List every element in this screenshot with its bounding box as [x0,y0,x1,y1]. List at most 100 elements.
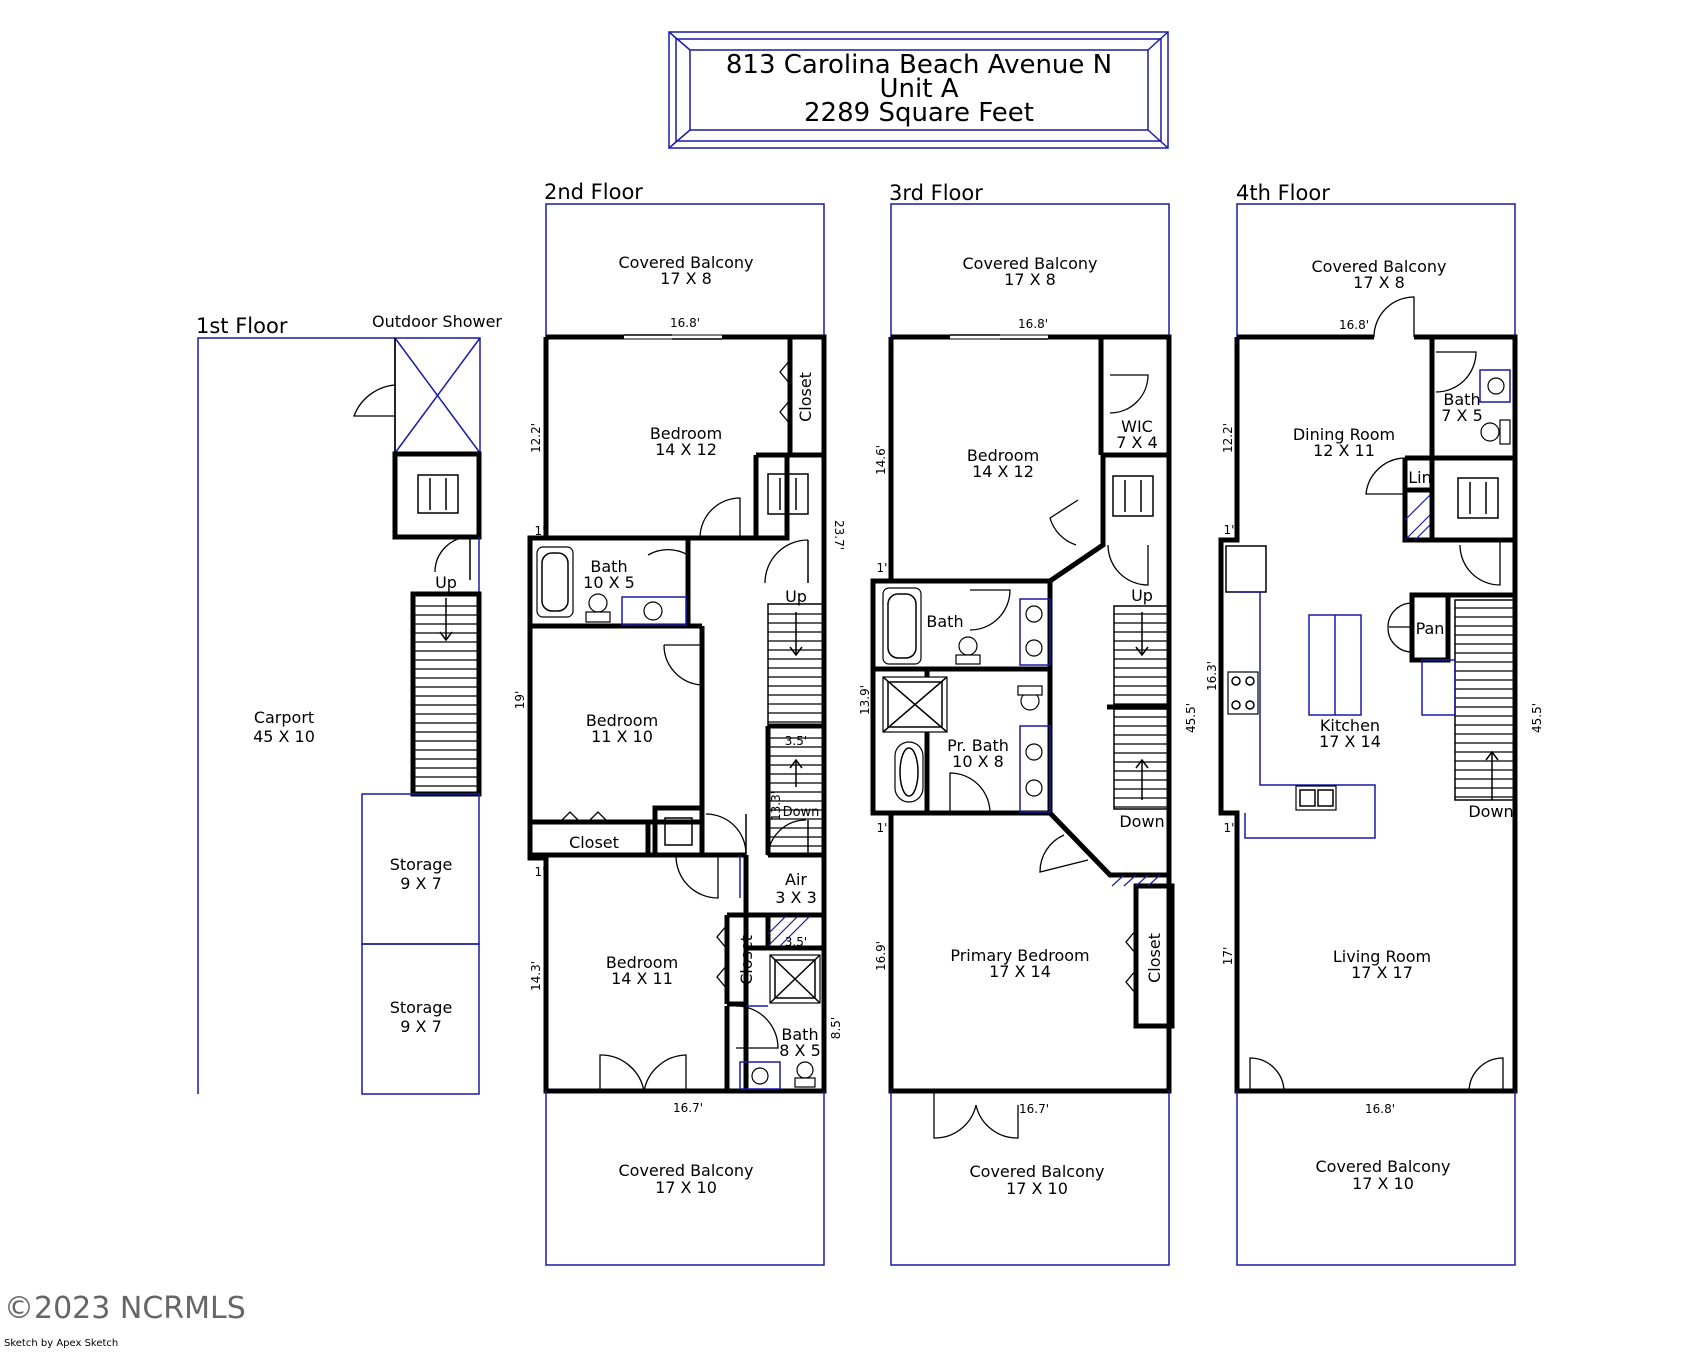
dim-2-h133: 13.3' [769,791,783,821]
dim-3-left-b: 13.9' [858,685,872,715]
stairs-2-up: Up [785,587,807,606]
balcony-top-4 [1236,203,1516,337]
bedroom-2b-name: Bedroom [586,711,658,730]
dim-3-left-c: 16.9' [874,941,888,971]
balcony-top-2 [545,203,825,337]
bedroom-3-size: 14 X 12 [972,462,1034,481]
dining-name: Dining Room [1293,425,1395,444]
balcony-top-3-name: Covered Balcony [962,254,1097,273]
dim-2-left-c: 14.3' [529,961,543,991]
bedroom-2a-size: 14 X 12 [655,440,717,459]
kitchen-name: Kitchen [1320,716,1380,735]
bedroom-2c-name: Bedroom [606,953,678,972]
pr-bath-size: 10 X 8 [952,752,1004,771]
dim-4-left-a: 12.2' [1221,423,1235,453]
carport-outline [197,337,395,1094]
stairs-2-down: Down [783,805,820,820]
dim-2-35b: 3.5' [785,935,807,949]
bath-2b-size: 8 X 5 [779,1041,821,1060]
bath-3-name: Bath [926,612,963,631]
wic-size: 7 X 4 [1116,433,1158,452]
dim-4-top: 16.8' [1339,318,1369,332]
dim-3-one-a: 1' [877,561,888,575]
bedroom-2c-size: 14 X 11 [611,969,673,988]
dim-2-one-b: 1' [535,865,546,879]
balcony-bottom-4-size: 17 X 10 [1352,1174,1414,1193]
dim-2-bottom: 16.7' [673,1101,703,1115]
first-floor-label: 1st Floor [196,314,288,338]
dim-3-right: 45.5' [1184,703,1198,733]
living-name: Living Room [1333,947,1431,966]
closet-3-label: Closet [1145,933,1164,983]
elevator-1 [392,451,482,540]
lin-label: Lin [1408,468,1432,487]
dim-2-right-a: 23.7' [832,520,846,550]
dim-4-right: 45.5' [1530,703,1544,733]
bath-4-size: 7 X 5 [1441,406,1483,425]
primary-bedroom-size: 17 X 14 [989,962,1051,981]
balcony-top-4-size: 17 X 8 [1353,273,1405,292]
dim-3-left-a: 14.6' [874,445,888,475]
closet-3 [1133,883,1175,1029]
dim-2-left-b: 19' [513,691,527,710]
second-floor: 2nd Floor Covered Balcony 17 X 8 16.8' [513,180,846,1266]
living-size: 17 X 17 [1351,963,1413,982]
dim-4-bottom: 16.8' [1365,1102,1395,1116]
dim-4-one-b: 1' [1224,821,1235,835]
dim-4-left-b: 16.3' [1205,661,1219,691]
dim-3-top: 16.8' [1018,317,1048,331]
dim-3-one-b: 1' [877,821,888,835]
bedroom-3-name: Bedroom [967,446,1039,465]
first-floor: 1st Floor Outdoor Shower Carport 45 X 10… [196,312,502,1095]
bath-2b-name: Bath [781,1025,818,1044]
third-floor: 3rd Floor Covered Balcony 17 X 8 16.8' C… [858,181,1198,1266]
fourth-floor: 4th Floor Covered Balcony 17 X 8 16.8' L… [1205,181,1544,1266]
storage-2 [361,943,480,1095]
bedroom-2a-name: Bedroom [650,424,722,443]
shower-door [353,384,396,417]
air-name: Air [785,870,807,889]
dim-4-one-a: 1' [1224,523,1235,537]
outdoor-shower-label: Outdoor Shower [372,312,502,331]
stairs-3-down: Down [1119,812,1164,831]
dim-2-left-a: 12.2' [529,423,543,453]
balcony-top-4-name: Covered Balcony [1311,257,1446,276]
closet-2a-label: Closet [796,372,815,422]
storage-2-name: Storage [390,998,453,1017]
kitchen-size: 17 X 14 [1319,732,1381,751]
balcony-bottom-4 [1236,1091,1516,1266]
balcony-bottom-2-name: Covered Balcony [618,1161,753,1180]
bath-2a-size: 10 X 5 [583,573,635,592]
copyright-watermark: ©2023 NCRMLS [4,1291,246,1326]
stairs-up-label-1: Up [435,573,457,592]
closet-2b-label: Closet [569,833,619,852]
dim-2-right-b: 8.5' [829,1017,843,1039]
second-floor-label: 2nd Floor [544,180,643,204]
dining-size: 12 X 11 [1313,441,1375,460]
dim-2-top: 16.8' [670,316,700,330]
closet-2c-label: Closet [737,935,756,985]
title-area: 2289 Square Feet [804,98,1034,128]
balcony-top-3 [890,203,1170,337]
third-floor-label: 3rd Floor [889,181,983,205]
balcony-bottom-3-size: 17 X 10 [1006,1179,1068,1198]
stairs-3-up: Up [1131,586,1153,605]
title-block: 813 Carolina Beach Avenue N Unit A 2289 … [668,31,1169,149]
balcony-top-2-size: 17 X 8 [660,269,712,288]
stairs-4-down: Down [1468,802,1513,821]
title-address: 813 Carolina Beach Avenue N [726,50,1112,80]
balcony-bottom-2 [545,1091,825,1266]
balcony-top-2-name: Covered Balcony [618,253,753,272]
storage-1-name: Storage [390,855,453,874]
pr-bath-name: Pr. Bath [947,736,1009,755]
balcony-bottom-3-name: Covered Balcony [969,1162,1104,1181]
bath-2a-name: Bath [590,557,627,576]
dim-2-35a: 3.5' [785,734,807,748]
storage-1-size: 9 X 7 [400,874,442,893]
balcony-bottom-3 [890,1091,1170,1266]
air-size: 3 X 3 [775,888,817,907]
primary-bedroom-name: Primary Bedroom [950,946,1089,965]
storage-2-size: 9 X 7 [400,1017,442,1036]
bedroom-2b-size: 11 X 10 [591,727,653,746]
